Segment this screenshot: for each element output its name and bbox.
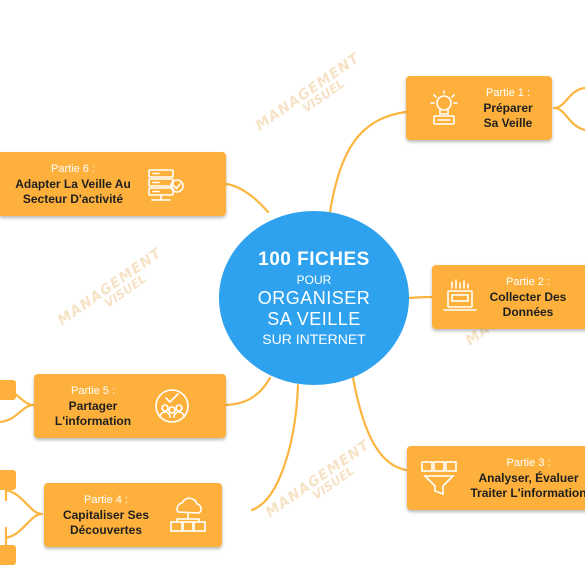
filter-funnel-icon — [421, 461, 457, 496]
node-partie-1[interactable]: Partie 1 : Préparer Sa Veille — [406, 76, 552, 140]
node-partie-5[interactable]: Partie 5 : Partager L'information — [34, 374, 226, 438]
connector-partie-3 — [350, 370, 408, 472]
node-partie-3[interactable]: Partie 3 : Analyser, Évaluer Traiter L'i… — [407, 446, 585, 510]
connector-partie-6 — [224, 182, 270, 214]
part-title: Sa Veille — [483, 115, 533, 130]
part-title: L'information — [54, 413, 132, 428]
part-title: Données — [502, 304, 554, 319]
hub-title: 100 FICHES — [258, 249, 370, 270]
hub-subtitle: POUR — [296, 273, 332, 287]
part-title: Collecter Des — [489, 289, 567, 304]
connector-partie-1 — [328, 110, 408, 214]
node-partie-6[interactable]: Partie 6 : Adapter La Veille Au Secteur … — [0, 152, 226, 216]
partial-node — [0, 380, 16, 400]
part-label: Partie 4 : — [83, 493, 129, 506]
laptop-data-icon — [443, 279, 477, 311]
part-label: Partie 6 : — [50, 162, 96, 175]
cloud-storage-icon — [170, 497, 206, 532]
connector-partie-1-branch — [552, 86, 585, 132]
part-title: Partager — [68, 398, 118, 413]
part-title: Analyser, Évaluer — [478, 470, 579, 485]
server-check-icon — [148, 169, 184, 201]
central-topic: 100 FICHES POUR ORGANISER SA VEILLE SUR … — [219, 211, 409, 385]
hub-subtitle: ORGANISER — [257, 288, 371, 308]
lightbulb-idea-icon — [430, 90, 458, 125]
part-title: Préparer — [483, 100, 533, 115]
part-label: Partie 1 : — [485, 86, 531, 99]
part-label: Partie 5 : — [70, 384, 116, 397]
hub-subtitle: SA VEILLE — [267, 309, 361, 329]
connector-partie-4-branch — [4, 476, 44, 552]
part-title: Découvertes — [69, 522, 143, 537]
partial-node — [0, 470, 16, 490]
part-label: Partie 3 : — [506, 456, 551, 469]
node-partie-4[interactable]: Partie 4 : Capitaliser Ses Découvertes — [44, 483, 222, 547]
node-partie-2[interactable]: Partie 2 : Collecter Des Données — [432, 265, 585, 329]
hub-subtitle: SUR INTERNET — [262, 331, 366, 347]
part-title: Adapter La Veille Au — [15, 176, 131, 191]
connector-partie-4 — [250, 383, 300, 512]
part-label: Partie 2 : — [505, 275, 551, 288]
connector-partie-5 — [224, 376, 272, 407]
partial-node — [0, 545, 16, 565]
part-title: Traiter L'information — [470, 485, 585, 500]
team-share-icon — [155, 389, 189, 423]
part-title: Secteur D'activité — [22, 191, 124, 206]
part-title: Capitaliser Ses — [62, 507, 150, 522]
